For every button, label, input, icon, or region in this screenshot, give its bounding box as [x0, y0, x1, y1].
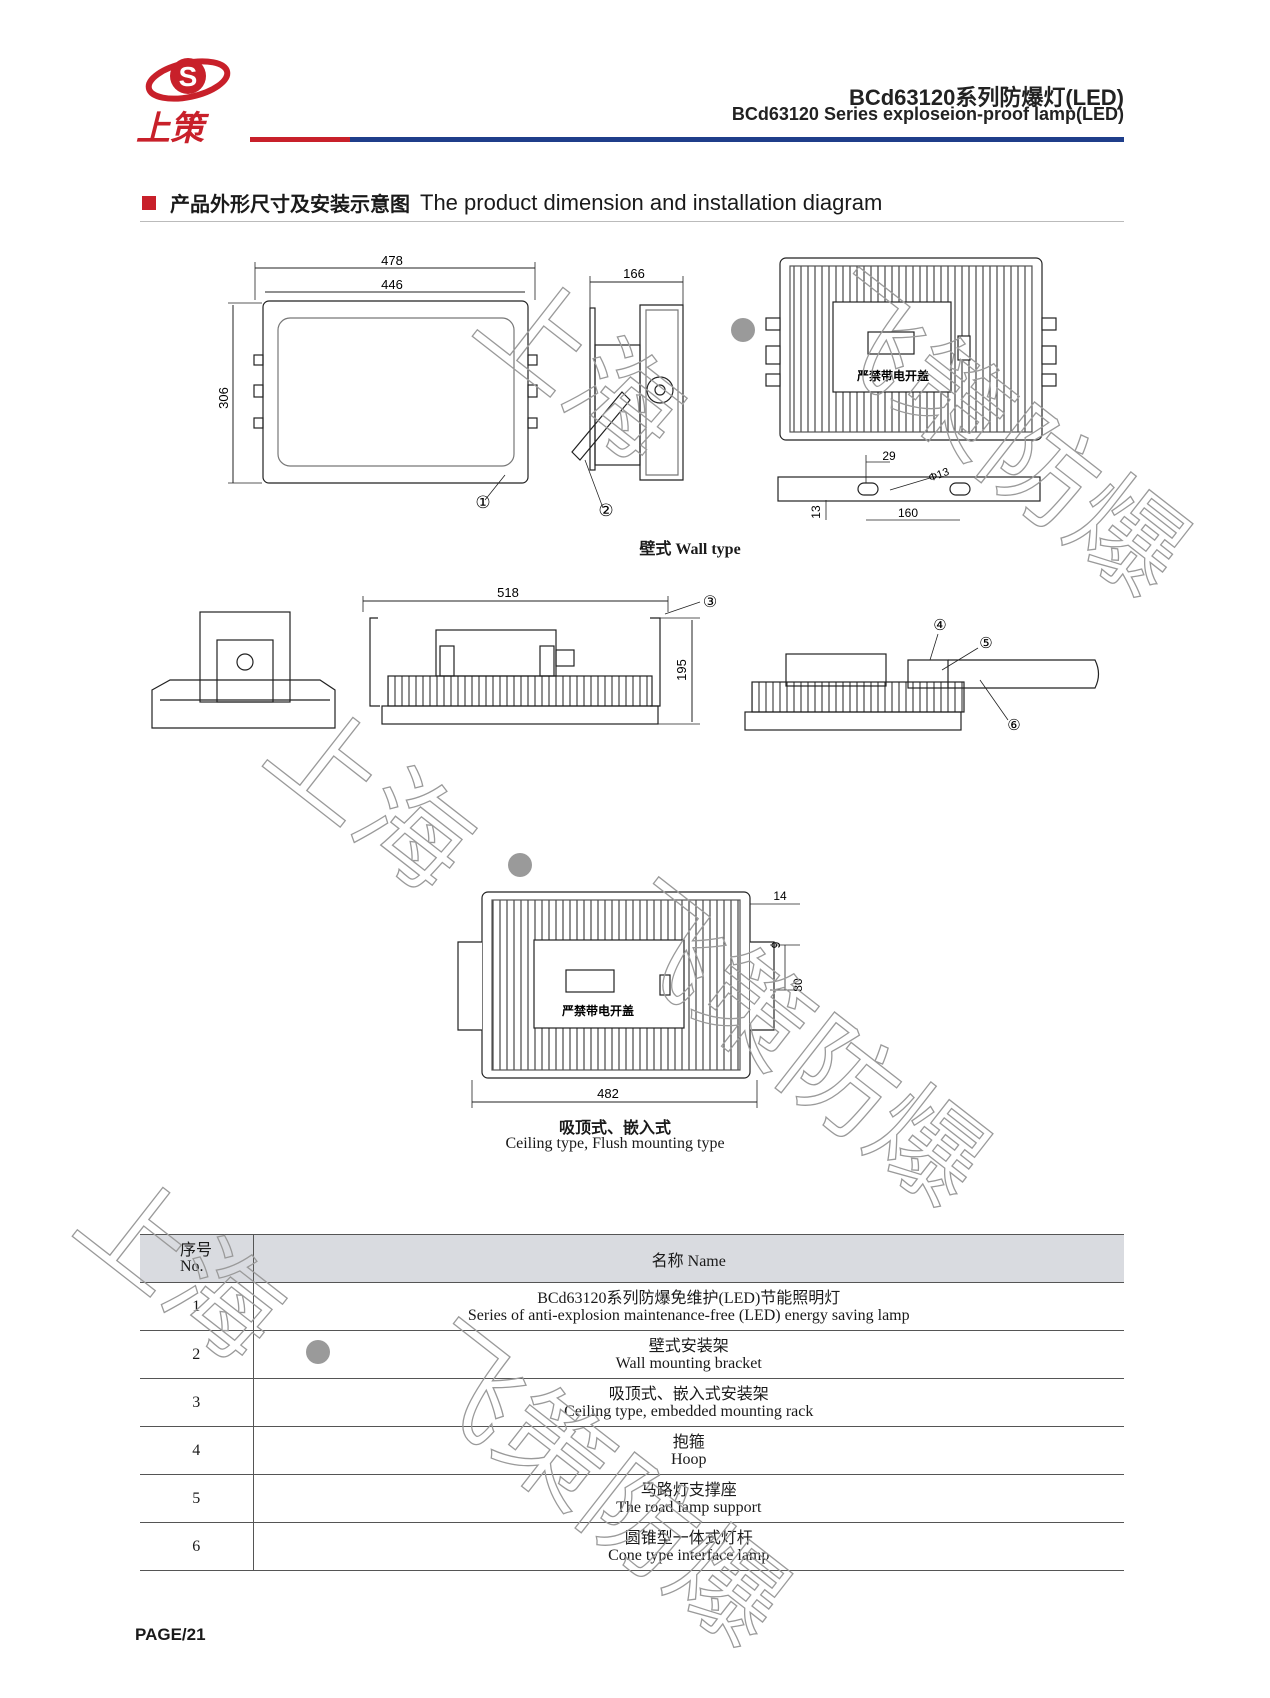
- page-header: S 上策 BCd63120系列防爆灯(LED) BCd63120 Series …: [0, 0, 1270, 150]
- dim-80: 80: [791, 978, 805, 992]
- page-number: PAGE/21: [135, 1625, 206, 1644]
- row-no: 1: [140, 1282, 254, 1331]
- dim-9: 9: [769, 941, 783, 948]
- dim-478: 478: [381, 253, 403, 268]
- logo-letter: S: [179, 61, 198, 92]
- row-name-cn: 马路灯支撑座: [640, 1481, 737, 1499]
- wall-type-caption: 壁式 Wall type: [639, 541, 741, 558]
- row-name-cn: 抱箍: [672, 1433, 705, 1451]
- header-title-cn: BCd63120系列防爆灯(LED): [848, 85, 1124, 110]
- section-bullet-icon: [142, 195, 156, 210]
- section-title-cn: 产品外形尺寸及安装示意图: [170, 192, 410, 216]
- dim-29: 29: [882, 449, 896, 463]
- dim-phi13: Φ13: [927, 466, 951, 484]
- row-name-en: The road lamp support: [616, 1498, 762, 1516]
- wall-side-view: [571, 276, 684, 509]
- row-name-en: Wall mounting bracket: [615, 1354, 762, 1372]
- row-no: 4: [140, 1426, 254, 1475]
- flush-caption-en: Ceiling type, Flush mounting type: [505, 1135, 725, 1152]
- row-no: 3: [140, 1378, 254, 1427]
- road-lamp-view: [744, 633, 1100, 731]
- row-name-cn: 壁式安装架: [648, 1337, 729, 1355]
- callout-2: ②: [598, 501, 613, 520]
- header-no: 序号 No.: [140, 1234, 254, 1283]
- section-title: 产品外形尺寸及安装示意图 The product dimension and i…: [142, 188, 882, 217]
- callout-4: ④: [933, 617, 946, 634]
- logo-text: 上策: [136, 109, 210, 148]
- row-name-cn: BCd63120系列防爆免维护(LED)节能照明灯: [537, 1289, 841, 1307]
- company-logo: S 上策: [136, 58, 231, 148]
- row-name-cn: 吸顶式、嵌入式安装架: [608, 1385, 769, 1403]
- header-rule-red: [250, 137, 350, 142]
- wall-rear-view: [765, 257, 1057, 521]
- dim-13: 13: [809, 505, 823, 519]
- callout-3: ③: [703, 594, 717, 611]
- header-title-en: BCd63120 Series exploseion-proof lamp(LE…: [731, 104, 1124, 124]
- dim-160: 160: [898, 506, 918, 520]
- row-name-en: Series of anti-explosion maintenance-fre…: [467, 1306, 910, 1324]
- row-name-en: Cone type interface lamp: [608, 1546, 770, 1564]
- row-no: 2: [140, 1330, 254, 1379]
- wall-cover-warning: 严禁带电开盖: [856, 368, 929, 383]
- callout-5: ⑤: [979, 635, 992, 652]
- dim-446: 446: [381, 277, 403, 292]
- section-divider: [140, 221, 1124, 222]
- row-name-en: Hoop: [670, 1450, 707, 1468]
- row-name-en: Ceiling type, embedded mounting rack: [564, 1402, 814, 1420]
- flush-cover-warning: 严禁带电开盖: [561, 1003, 634, 1018]
- ceiling-side-view: [362, 596, 701, 725]
- row-no: 6: [140, 1522, 254, 1571]
- dim-195: 195: [674, 659, 689, 681]
- header-no-cn: 序号: [180, 1241, 213, 1259]
- wall-front-view: [228, 262, 538, 501]
- row-name-cn: 圆锥型一体式灯杆: [624, 1529, 753, 1547]
- flush-caption-cn: 吸顶式、嵌入式: [558, 1118, 671, 1137]
- ceiling-end-view: [151, 611, 336, 729]
- header-no-en: No.: [180, 1257, 204, 1275]
- header-rule-blue: [350, 137, 1124, 142]
- dim-482: 482: [597, 1086, 619, 1101]
- callout-1: ①: [475, 493, 490, 512]
- dim-14: 14: [773, 889, 787, 903]
- callout-6: ⑥: [1007, 717, 1020, 734]
- table-header-row: 序号 No. 名称 Name: [140, 1234, 1124, 1283]
- dim-518: 518: [497, 585, 519, 600]
- section-title-en: The product dimension and installation d…: [420, 189, 883, 215]
- dim-166: 166: [623, 266, 645, 281]
- flush-rear-view: [457, 891, 800, 1108]
- dim-306: 306: [216, 387, 231, 409]
- header-name: 名称 Name: [253, 1234, 1124, 1283]
- row-no: 5: [140, 1474, 254, 1523]
- parts-table: 序号 No. 名称 Name 1 BCd63120系列防爆免维护(LED)节能照…: [140, 1234, 1124, 1571]
